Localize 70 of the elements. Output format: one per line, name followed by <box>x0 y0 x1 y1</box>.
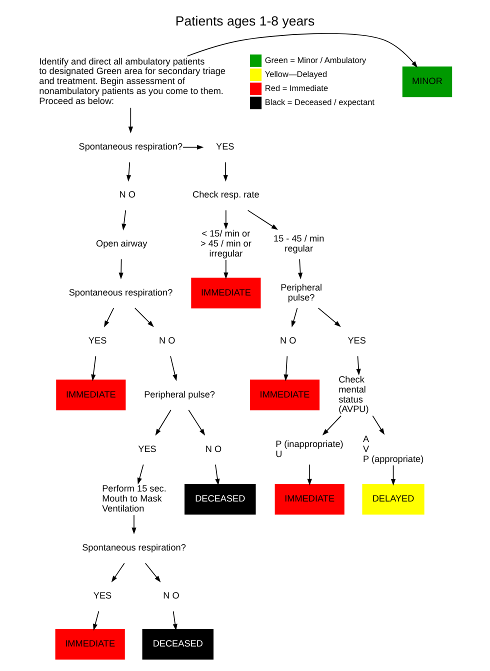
arrow <box>93 610 100 631</box>
arrow <box>122 210 126 230</box>
arrow <box>318 308 341 328</box>
arrow <box>215 464 220 486</box>
node-text: < 15/ min or > 45 / min or irregular <box>200 228 252 258</box>
node-box: IMMEDIATE <box>250 380 320 410</box>
arrow <box>170 356 178 382</box>
arrow <box>134 308 154 328</box>
node-text: N O <box>163 590 180 601</box>
node-box: IMMEDIATE <box>274 484 344 515</box>
arrow <box>372 415 385 435</box>
legend-label: Yellow—Delayed <box>264 70 328 79</box>
node-text: YES <box>88 335 107 346</box>
arrow <box>111 562 125 582</box>
arrow <box>104 308 114 328</box>
arrow <box>307 464 312 486</box>
node-text: Check resp. rate <box>192 190 260 200</box>
node-text: N O <box>159 335 176 346</box>
node-text: N O <box>280 335 296 346</box>
arrow <box>144 562 161 582</box>
node-box: IMMEDIATE <box>56 380 126 410</box>
arrow <box>223 162 228 182</box>
arrow <box>172 610 178 631</box>
node-text: Peripheral pulse? <box>144 389 216 400</box>
node-text: Perform 15 sec. Mouth to Mask Ventilation <box>102 484 166 514</box>
arrow <box>137 464 144 484</box>
node-text: Spontaneous respiration? <box>78 142 183 152</box>
arrow <box>224 260 228 280</box>
arrow <box>224 210 228 230</box>
node-box: MINOR <box>402 66 452 98</box>
legend-label: Black = Deceased / expectant <box>264 98 374 108</box>
node-box: IMMEDIATE <box>55 628 125 660</box>
node-text: P (inappropriate) U <box>276 438 344 459</box>
legend-label: Green = Minor / Ambulatory <box>264 56 366 65</box>
node-text: Check mental status (AVPU) <box>338 374 369 414</box>
node-text: Spontaneous respiration? <box>82 542 186 553</box>
node-text: N O <box>205 444 222 454</box>
node-text: 15 - 45 / min regular <box>274 234 324 254</box>
node-text: Spontaneous respiration? <box>68 287 173 298</box>
arrow <box>186 33 418 68</box>
arrow <box>390 464 396 486</box>
arrow <box>155 410 172 436</box>
arrow <box>284 356 288 382</box>
node-text: Open airway <box>96 238 148 249</box>
node-text: N O <box>119 190 136 200</box>
arrow <box>132 514 136 534</box>
arrow <box>182 144 204 150</box>
node-box: IMMEDIATE <box>191 278 261 308</box>
arrow <box>188 410 206 436</box>
arrow <box>118 258 124 280</box>
node-text: YES <box>93 590 112 601</box>
arrow <box>91 356 96 382</box>
arrow <box>322 415 342 436</box>
node-text: YES <box>348 335 366 346</box>
node-text: Identify and direct all ambulatory patients to designated Green area for secondary triage and treatment. Begin assessment of nonambulatory patients as you come to them. Proceed as below: <box>39 56 226 106</box>
arrow <box>247 210 278 230</box>
legend-label: Red = Immediate <box>264 84 328 93</box>
arrow <box>356 356 361 376</box>
diagram-title: Patients ages 1-8 years <box>175 14 315 29</box>
node-box: DECEASED <box>142 628 214 660</box>
node-text: A V P (appropriate) <box>363 434 424 464</box>
node-text: Peripheral pulse? <box>280 282 322 302</box>
arrow <box>298 258 303 280</box>
arrow <box>291 308 298 328</box>
node-box: DELAYED <box>362 484 424 515</box>
node-text: YES <box>216 142 234 152</box>
node-text: YES <box>138 444 156 454</box>
node-box: DECEASED <box>184 484 256 515</box>
arrow <box>126 162 132 182</box>
arrow <box>128 107 133 134</box>
